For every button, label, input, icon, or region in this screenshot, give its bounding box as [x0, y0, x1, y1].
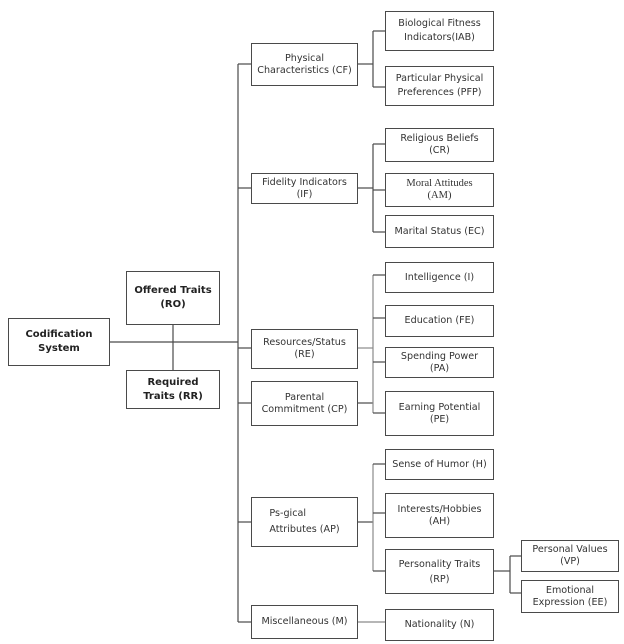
category-label: Miscellaneous (M) [261, 616, 348, 627]
node-emotional-expression: Emotional Expression (EE) [521, 580, 619, 613]
node-miscellaneous: Miscellaneous (M) [251, 605, 358, 639]
trait-label: Education (FE) [404, 315, 475, 326]
trait-label: Intelligence (I) [404, 271, 475, 283]
node-education: Education (FE) [385, 305, 494, 337]
category-label: Ps-gical Attributes (AP) [269, 508, 340, 535]
node-resources-status: Resources/Status (RE) [251, 329, 358, 369]
trait-label: Marital Status (EC) [394, 225, 485, 237]
category-label: Physical Characteristics (CF) [257, 52, 352, 76]
node-biological-fitness-indicators: Biological Fitness Indicators(IAB) [385, 11, 494, 51]
node-offered-traits: Offered Traits (RO) [126, 271, 220, 325]
node-marital-status: Marital Status (EC) [385, 215, 494, 248]
required-traits-label: Required Traits (RR) [143, 376, 203, 402]
node-personal-values: Personal Values (VP) [521, 540, 619, 572]
trait-label: Spending Power (PA) [400, 350, 479, 374]
trait-label: Biological Fitness Indicators(IAB) [398, 18, 481, 43]
offered-traits-label: Offered Traits (RO) [134, 285, 212, 310]
node-moral-attitudes: Moral Attitudes (AM) [385, 173, 494, 207]
node-particular-physical-preferences: Particular Physical Preferences (PFP) [385, 66, 494, 106]
node-psychological-attributes: Ps-gical Attributes (AP) [251, 497, 358, 547]
node-earning-potential: Earning Potential (PE) [385, 391, 494, 436]
category-label: Fidelity Indicators (IF) [262, 176, 347, 200]
trait-label: Interests/Hobbies (AH) [397, 503, 482, 527]
node-required-traits: Required Traits (RR) [126, 370, 220, 409]
node-religious-beliefs: Religious Beliefs (CR) [385, 128, 494, 162]
trait-label: Nationality (N) [404, 619, 475, 630]
category-label: Parental Commitment (CP) [261, 391, 348, 415]
root-label: Codification System [25, 329, 93, 354]
trait-label: Moral Attitudes (AM) [406, 178, 473, 201]
trait-label: Personality Traits (RP) [398, 558, 481, 585]
node-fidelity-indicators: Fidelity Indicators (IF) [251, 173, 358, 204]
trait-label: Earning Potential (PE) [398, 401, 481, 425]
node-parental-commitment: Parental Commitment (CP) [251, 381, 358, 426]
node-intelligence: Intelligence (I) [385, 262, 494, 293]
node-spending-power: Spending Power (PA) [385, 347, 494, 378]
node-personality-traits: Personality Traits (RP) [385, 549, 494, 594]
node-nationality: Nationality (N) [385, 609, 494, 641]
trait-label: Religious Beliefs (CR) [400, 133, 479, 156]
subtrait-label: Personal Values (VP) [532, 544, 608, 567]
trait-label: Particular Physical Preferences (PFP) [395, 73, 484, 98]
node-interests-hobbies: Interests/Hobbies (AH) [385, 493, 494, 538]
trait-label: Sense of Humor (H) [392, 458, 487, 470]
subtrait-label: Emotional Expression (EE) [532, 584, 608, 608]
category-label: Resources/Status (RE) [263, 337, 346, 360]
root-node-codification-system: Codification System [8, 318, 110, 366]
node-sense-of-humor: Sense of Humor (H) [385, 449, 494, 480]
node-physical-characteristics: Physical Characteristics (CF) [251, 43, 358, 86]
